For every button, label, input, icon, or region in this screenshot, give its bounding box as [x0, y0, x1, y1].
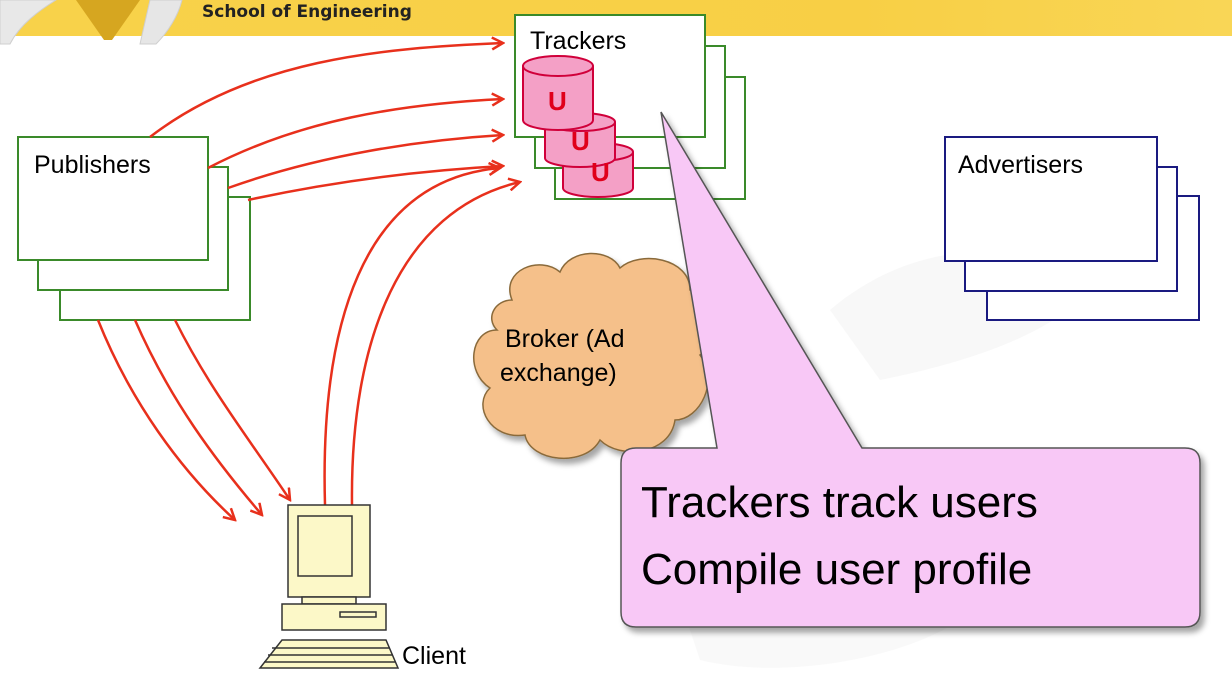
user-db-letter-front: U — [548, 86, 567, 116]
broker-label-line1: Broker (Ad — [505, 325, 625, 353]
client-to-tracker-arrows — [323, 168, 520, 506]
broker-label-line2: exchange) — [500, 359, 617, 387]
advertisers-label: Advertisers — [958, 151, 1084, 179]
school-logo — [0, 0, 183, 45]
publishers-label: Publishers — [34, 151, 151, 179]
publisher-to-tracker-arrows — [149, 43, 503, 202]
broker-cloud — [473, 252, 717, 460]
advertisers-stack — [944, 136, 1200, 321]
trackers-label: Trackers — [530, 27, 627, 55]
client-label: Client — [402, 642, 466, 670]
callout-line2: Compile user profile — [641, 545, 1033, 594]
client-computer-icon — [258, 504, 400, 669]
user-db-letter-back: U — [591, 157, 610, 187]
user-db-cylinder-front — [522, 55, 594, 131]
callout-bubble — [620, 111, 1201, 628]
header-school-name: School of Engineering — [202, 2, 412, 22]
callout-line1: Trackers track users — [641, 478, 1038, 527]
publishers-stack — [17, 136, 251, 321]
user-db-letter-middle: U — [571, 126, 590, 156]
publisher-to-client-arrows — [96, 319, 290, 520]
